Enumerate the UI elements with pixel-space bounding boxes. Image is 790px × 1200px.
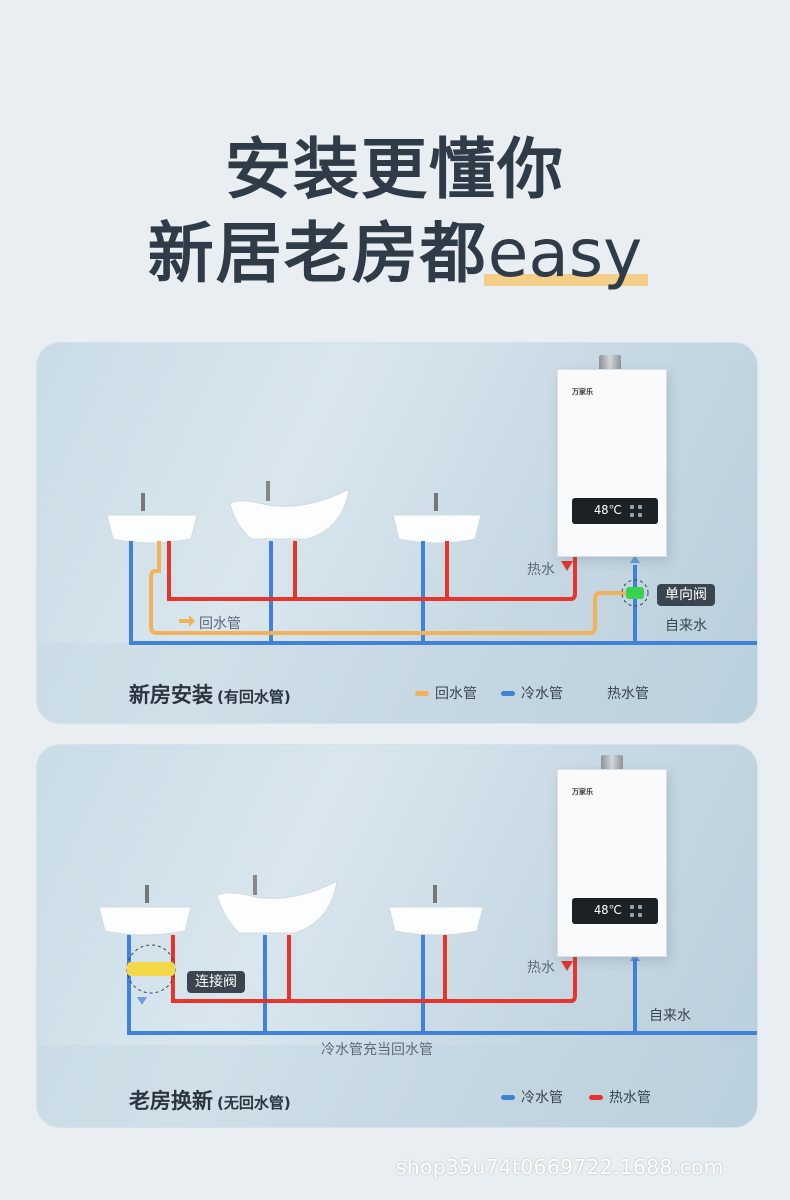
water-heater: 万家乐 48℃: [557, 369, 667, 557]
legend-cold: 冷水管: [501, 683, 563, 703]
connect-valve-icon: [127, 962, 175, 976]
old-house-subtitle: (无回水管): [217, 1094, 291, 1112]
heater-display: 48℃: [572, 898, 658, 924]
shop-watermark: shop35u74t0669722.1688.com: [396, 1155, 724, 1179]
new-house-pipe-diagram: [37, 481, 757, 723]
heater-display-temp: 48℃: [594, 503, 622, 517]
tap-water-arrow-icon: [630, 953, 640, 961]
bathtub: [216, 875, 338, 934]
check-valve-ring: [621, 579, 649, 607]
headline-line-2-prefix: 新居老房都: [147, 215, 488, 292]
hot-water-arrow-icon: [561, 961, 573, 971]
legend-return-label: 回水管: [435, 686, 477, 702]
legend-hot-swatch: [589, 1094, 603, 1100]
old-house-panel: 万家乐 48℃ 热水 连接阀 自来水 冷水管充当回水管 老房换新(无回水管) 冷…: [36, 744, 758, 1128]
legend-cold: 冷水管: [501, 1087, 563, 1107]
legend-cold-label: 冷水管: [521, 686, 563, 702]
legend-hot: 热水管: [589, 1087, 651, 1107]
connect-valve-label: 连接阀: [187, 971, 245, 993]
hot-pipes: [167, 541, 577, 601]
hot-water-arrow-icon: [561, 561, 573, 571]
legend-hot-label: 热水管: [607, 686, 649, 702]
sink-right: [388, 885, 484, 936]
heater-brand: 万家乐: [572, 788, 593, 796]
hot-pipes: [171, 935, 577, 1003]
return-pipe: [149, 541, 627, 635]
bathtub: [229, 481, 350, 540]
return-pipe-label: 回水管: [199, 616, 241, 632]
floor-band: [37, 643, 757, 723]
tap-water-label: 自来水: [665, 618, 707, 634]
hot-water-label: 热水: [527, 562, 555, 578]
headline-easy-highlight: easy: [483, 212, 648, 296]
heater-display-temp: 48℃: [594, 903, 622, 917]
legend-return-swatch: [415, 690, 429, 696]
old-house-title-text: 老房换新: [129, 1089, 213, 1113]
headline-line-1: 安装更懂你: [225, 131, 565, 208]
cold-pipes: [129, 541, 757, 645]
heater-chimney: [601, 755, 623, 769]
new-house-title-text: 新房安装: [129, 683, 213, 707]
heater-brand: 万家乐: [572, 388, 593, 396]
tap-water-label: 自来水: [649, 1008, 691, 1024]
legend-hot: 热水管: [607, 683, 649, 703]
new-house-title: 新房安装(有回水管): [129, 679, 291, 709]
sink-left: [106, 493, 198, 544]
cold-down-arrow-icon: [137, 997, 147, 1005]
old-house-title: 老房换新(无回水管): [129, 1085, 291, 1115]
headline-line-2: 新居老房都easy: [0, 212, 790, 296]
cold-as-return-label: 冷水管充当回水管: [321, 1042, 433, 1058]
legend-hot-label: 热水管: [609, 1090, 651, 1106]
old-house-pipe-diagram: [37, 875, 757, 1127]
sink-left: [98, 885, 192, 936]
check-valve-label: 单向阀: [657, 584, 715, 606]
return-flow-arrow-icon: [179, 615, 195, 627]
floor-band: [37, 1045, 757, 1127]
legend-cold-swatch: [501, 690, 515, 696]
new-house-panel: 万家乐 48℃ 热水 单向阀 自来水 回水管 新房安装(有回水管) 回水管 冷水…: [36, 342, 758, 724]
sink-right: [392, 493, 482, 544]
heater-chimney: [599, 355, 621, 369]
legend-cold-label: 冷水管: [521, 1090, 563, 1106]
legend-cold-swatch: [501, 1094, 515, 1100]
new-house-subtitle: (有回水管): [217, 688, 291, 706]
hot-water-label: 热水: [527, 960, 555, 976]
check-valve-icon: [626, 587, 644, 599]
water-heater: 万家乐 48℃: [557, 769, 667, 957]
legend-return: 回水管: [415, 683, 477, 703]
tap-water-arrow-icon: [630, 555, 640, 563]
heater-display: 48℃: [572, 498, 658, 524]
